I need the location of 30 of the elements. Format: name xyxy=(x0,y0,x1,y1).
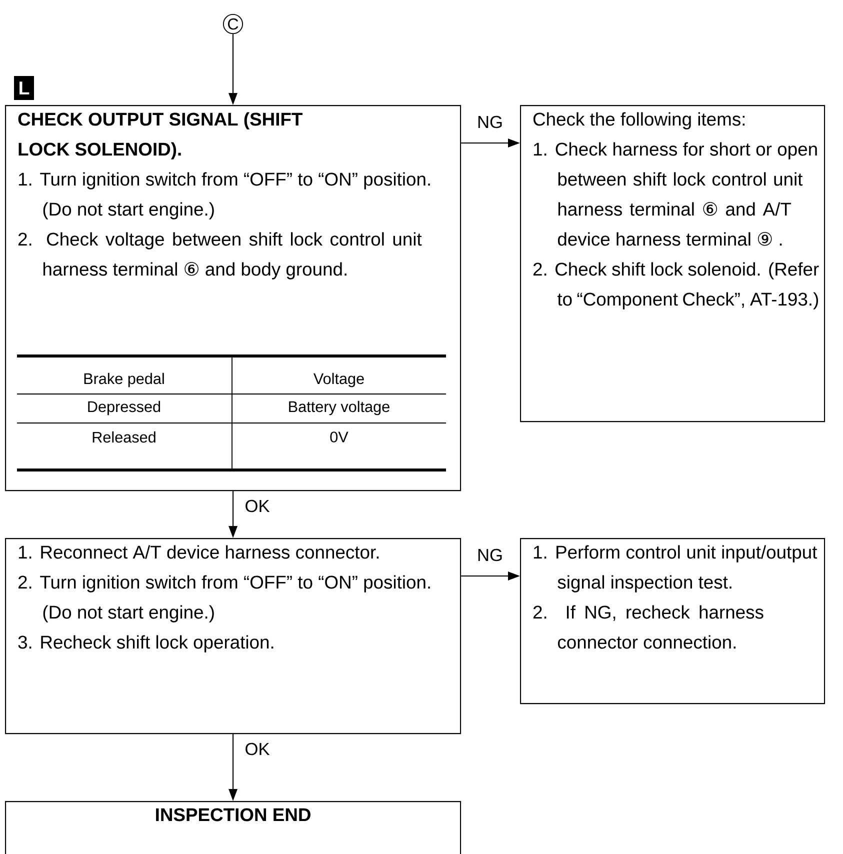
step-text: 2. If NG, recheck harness connector connection. xyxy=(533,605,764,649)
step-text: 1. Turn ignition switch from “OFF” to “ON” position. xyxy=(18,172,430,190)
note-text: (Do not start engine.) xyxy=(43,202,214,220)
table-cell: 0V xyxy=(330,432,348,442)
step-text: 1. Perform control unit input/output signal inspection test. xyxy=(534,545,818,592)
edge-label: OK xyxy=(242,740,272,758)
edge-label: NG xyxy=(475,546,505,564)
step-text: 3. Recheck shift lock operation. xyxy=(18,635,274,652)
process-box xyxy=(520,105,826,422)
table-cell: Voltage xyxy=(313,372,364,388)
step-text: 2. Check voltage between shift lock control unit harness terminal ⑥ and body ground. xyxy=(18,232,422,280)
process-box xyxy=(5,105,462,492)
edge-label: OK xyxy=(242,498,272,514)
step-text: 1. Reconnect A/T device harness connector. xyxy=(18,545,379,559)
step-text: 2. Check shift lock solenoid. (Refer to “Component Check”, AT-193.) xyxy=(533,262,819,310)
heading-text: CHECK OUTPUT SIGNAL (SHIFT LOCK SOLENOID). xyxy=(18,112,302,160)
table-cell: Depressed xyxy=(88,400,160,416)
process-box xyxy=(5,801,462,854)
heading-text: INSPECTION END xyxy=(156,808,310,822)
table-cell: Brake pedal xyxy=(84,372,164,388)
step-text: 1. Check harness for short or open between shift lock control unit harness terminal ⑥ and A/T device harness terminal ⑨ . xyxy=(534,142,817,246)
table-cell: Battery voltage xyxy=(289,400,390,416)
note-text: (Do not start engine.) xyxy=(43,605,214,622)
process-box xyxy=(5,538,462,734)
table-cell: Released xyxy=(92,431,156,443)
intro-text: Check the following items: xyxy=(533,112,745,130)
edge-label: NG xyxy=(475,114,505,130)
process-box xyxy=(520,538,826,704)
section-badge: L xyxy=(14,76,34,100)
step-text: 2. Turn ignition switch from “OFF” to “ON” position. xyxy=(18,575,430,592)
